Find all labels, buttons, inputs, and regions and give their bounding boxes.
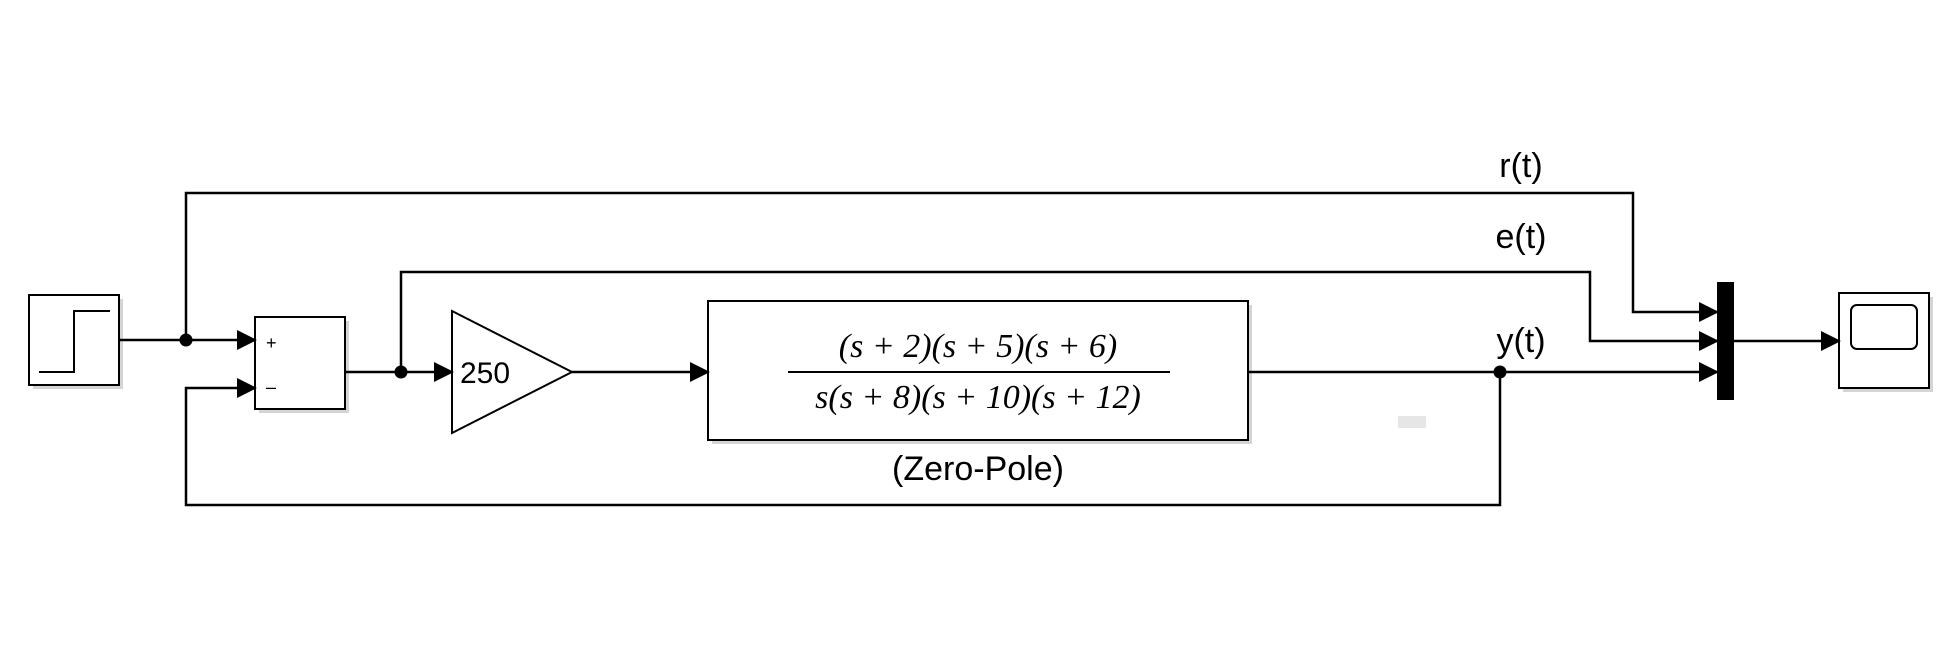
signal-label-y: y(t) <box>1496 322 1545 360</box>
scope-block[interactable] <box>1838 292 1933 392</box>
wire-e-branch <box>399 270 1719 372</box>
branch-point-r <box>179 333 193 347</box>
signal-label-r: r(t) <box>1499 147 1542 185</box>
gain-block[interactable]: 250 <box>451 309 575 435</box>
branch-point-y <box>1493 365 1507 379</box>
zero-pole-caption: (Zero-Pole) <box>892 450 1064 488</box>
sum-minus-sign: – <box>266 377 276 397</box>
gain-value: 250 <box>460 357 510 390</box>
sum-block[interactable]: + – <box>254 316 349 413</box>
zero-pole-numerator: (s + 2)(s + 5)(s + 6) <box>839 328 1117 365</box>
wire-feedback <box>184 372 1502 507</box>
mux-block[interactable] <box>1717 282 1734 400</box>
signal-label-e: e(t) <box>1496 218 1547 256</box>
wire-r-branch <box>184 191 1719 340</box>
branch-point-e <box>394 365 408 379</box>
step-source-block[interactable] <box>28 294 123 389</box>
zero-pole-denominator: s(s + 8)(s + 10)(s + 12) <box>815 379 1141 416</box>
zero-pole-block[interactable]: (s + 2)(s + 5)(s + 6) s(s + 8)(s + 10)(s… <box>707 300 1252 444</box>
step-icon <box>39 310 110 373</box>
scope-screen-icon <box>1850 304 1918 350</box>
faint-artifact <box>1398 416 1426 428</box>
sum-plus-sign: + <box>266 333 277 353</box>
